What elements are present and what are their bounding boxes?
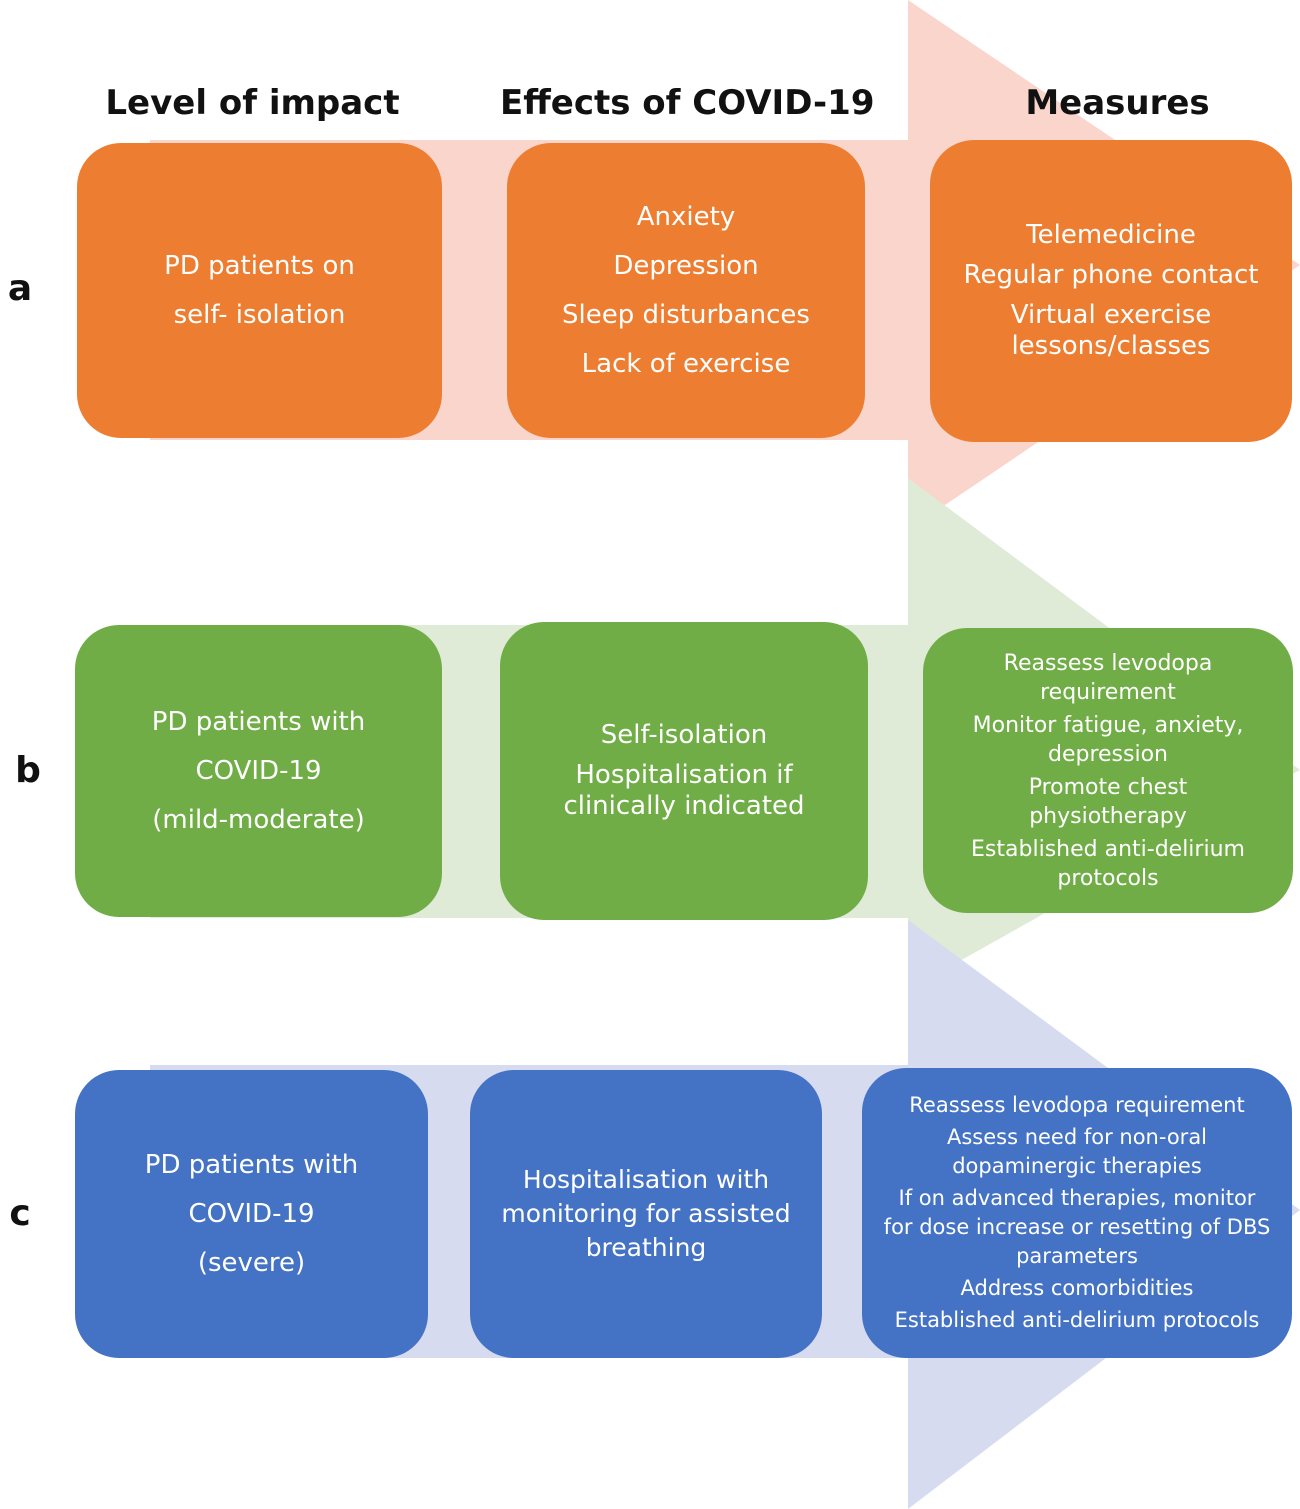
row-a-measure-item: Virtual exercise lessons/classes: [1010, 300, 1212, 361]
row-b-effects-box: Self-isolation Hospitalisation if clinic…: [500, 622, 868, 920]
row-b-measure-item: Established anti-delirium protocols: [971, 836, 1245, 891]
row-b-measures-box: Reassess levodopa requirement Monitor fa…: [923, 628, 1293, 913]
row-a-level-box: PD patients on self- isolation: [77, 143, 442, 438]
row-label-a: a: [7, 268, 33, 309]
row-label-c: c: [9, 1193, 31, 1234]
row-c-level-box: PD patients with COVID-19 (severe): [75, 1070, 428, 1358]
row-c-measure-item: Address comorbidities: [960, 1276, 1194, 1300]
row-b-measure-item: Promote chest physiotherapy: [1028, 774, 1188, 829]
row-b-level-box: PD patients with COVID-19 (mild-moderate…: [75, 625, 442, 917]
row-a-measure-item: Regular phone contact: [963, 260, 1259, 290]
row-b-measure-item: Reassess levodopa requirement: [1003, 650, 1213, 705]
header-level-of-impact: Level of impact: [105, 83, 400, 123]
row-c-level-line: PD patients with: [144, 1149, 359, 1180]
row-c-measure-item: If on advanced therapies, monitor for do…: [883, 1186, 1271, 1268]
row-a-effect-item: Sleep disturbances: [562, 299, 810, 330]
row-b-level-line: PD patients with: [151, 706, 366, 737]
row-c-measure-item: Assess need for non-oral dopaminergic th…: [946, 1125, 1208, 1178]
row-a-measure-item: Telemedicine: [1026, 220, 1196, 250]
row-b-effect-item: Hospitalisation if clinically indicated: [563, 760, 805, 821]
row-c-measure-item: Established anti-delirium protocols: [894, 1308, 1260, 1332]
row-c-measure-item: Reassess levodopa requirement: [909, 1093, 1245, 1117]
header-measures: Measures: [1025, 83, 1210, 123]
row-a-effect-item: Lack of exercise: [581, 348, 791, 379]
row-c-effects-box: Hospitalisation with monitoring for assi…: [470, 1070, 822, 1358]
row-b-effect-item: Self-isolation: [600, 720, 768, 750]
row-label-b: b: [15, 750, 41, 791]
row-c-measures-box: Reassess levodopa requirement Assess nee…: [862, 1068, 1292, 1358]
row-c-level-line: COVID-19: [188, 1198, 315, 1229]
row-c-level-line: (severe): [197, 1247, 306, 1278]
row-a-effect-item: Anxiety: [636, 201, 736, 232]
row-a-measures-box: Telemedicine Regular phone contact Virtu…: [930, 140, 1292, 442]
row-a-effects-box: Anxiety Depression Sleep disturbances La…: [507, 143, 865, 438]
row-b-measure-item: Monitor fatigue, anxiety, depression: [972, 712, 1244, 767]
row-a-level-line: self- isolation: [173, 299, 346, 330]
row-a-level-line: PD patients on: [164, 250, 355, 281]
header-effects-of-covid: Effects of COVID-19: [500, 83, 875, 123]
row-a-effect-item: Depression: [613, 250, 759, 281]
row-c-effect-item: Hospitalisation with monitoring for assi…: [501, 1165, 791, 1262]
row-b-level-line: COVID-19: [195, 755, 322, 786]
row-b-level-line: (mild-moderate): [152, 804, 365, 835]
